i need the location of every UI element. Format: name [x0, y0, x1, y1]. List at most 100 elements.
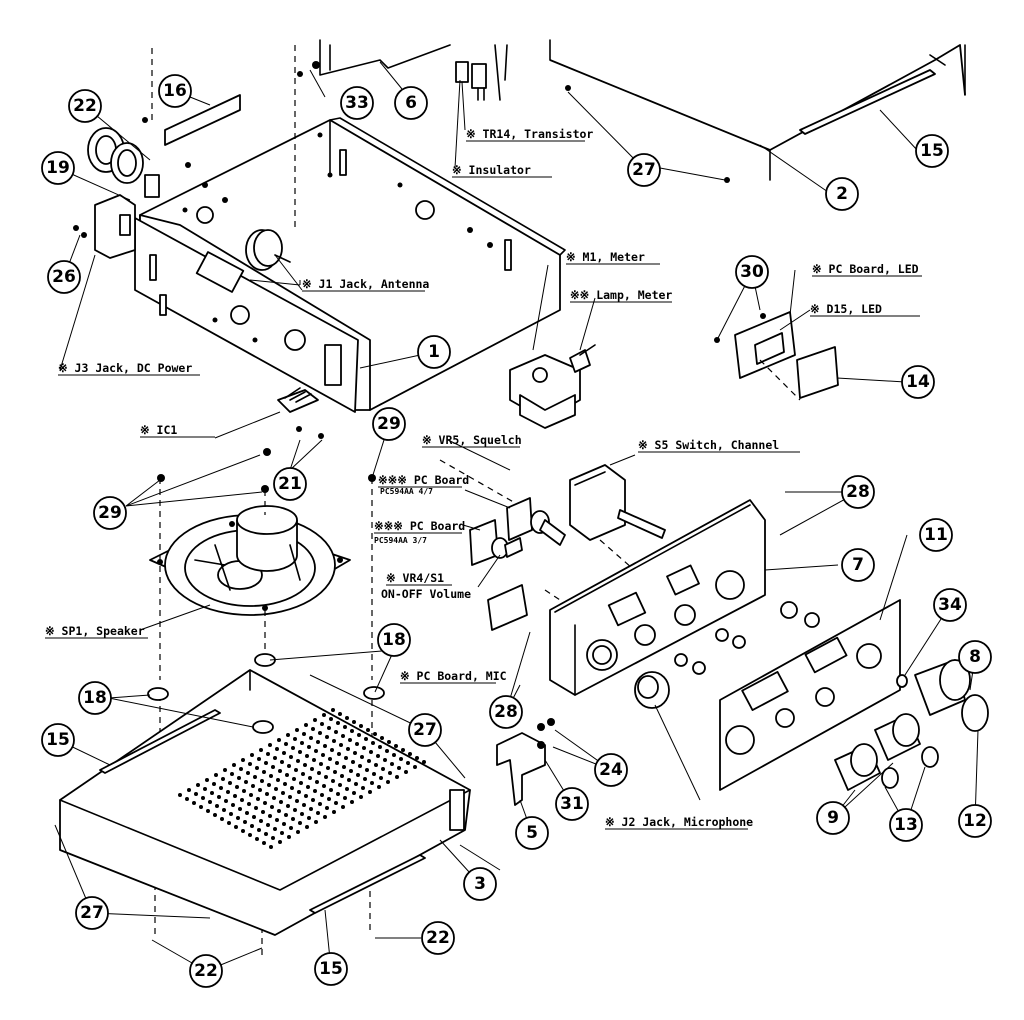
- svg-text:22: 22: [426, 928, 450, 948]
- svg-text:18: 18: [83, 688, 107, 708]
- callout-8: 8: [958, 640, 992, 674]
- callout-31: 31: [555, 787, 589, 821]
- callout-34: 34: [933, 588, 967, 622]
- chassis-part-1: [134, 117, 566, 413]
- label-pc-board-led: ※ PC Board, LED: [812, 262, 919, 276]
- callout-11: 11: [919, 518, 953, 552]
- callout-27-top: 27: [627, 153, 661, 187]
- svg-text:5: 5: [526, 823, 538, 843]
- svg-text:15: 15: [46, 730, 70, 750]
- svg-text:11: 11: [924, 525, 948, 545]
- callout-9: 9: [816, 801, 850, 835]
- label-sp1-speaker: ※ SP1, Speaker: [45, 624, 145, 638]
- label-insulator: ※ Insulator: [452, 163, 531, 177]
- svg-text:15: 15: [920, 141, 944, 161]
- callout-29-left: 29: [93, 496, 127, 530]
- svg-text:15: 15: [319, 959, 343, 979]
- escutcheon-11-part: [719, 599, 901, 791]
- svg-text:2: 2: [836, 184, 848, 204]
- callout-16-left: 15: [41, 723, 75, 757]
- callout-33: 33: [340, 86, 374, 120]
- callout-18-left: 18: [78, 681, 112, 715]
- callout-22-right: 22: [421, 921, 455, 955]
- svg-text:12: 12: [963, 811, 987, 831]
- svg-text:26: 26: [52, 267, 76, 287]
- label-ic1: ※ IC1: [140, 423, 177, 437]
- label-pc-board-2: ※※※ PC Board: [374, 519, 465, 533]
- svg-text:29: 29: [377, 414, 401, 434]
- svg-text:9: 9: [827, 808, 839, 828]
- svg-text:27: 27: [632, 160, 656, 180]
- svg-text:18: 18: [382, 630, 406, 650]
- label-vr5-squelch: ※ VR5, Squelch: [422, 433, 522, 447]
- speaker-grille-holes: [178, 708, 426, 849]
- front-panel-7-part: [549, 499, 820, 696]
- callout-30: 30: [735, 255, 769, 289]
- label-m1-meter: ※ M1, Meter: [566, 250, 645, 264]
- label-tr14: ※ TR14, Transistor: [466, 127, 593, 141]
- ic1-part: [277, 387, 319, 413]
- svg-text:3: 3: [474, 874, 486, 894]
- label-vr4-s1: ※ VR4/S1: [386, 571, 444, 585]
- label-lamp-meter: ※※ Lamp, Meter: [570, 288, 672, 302]
- svg-text:7: 7: [852, 555, 864, 575]
- svg-text:19: 19: [46, 158, 70, 178]
- callout-28-top: 28: [841, 475, 875, 509]
- svg-text:33: 33: [345, 93, 369, 113]
- svg-text:22: 22: [73, 96, 97, 116]
- label-pc-board-1-sub: PC594AA 4/7: [380, 487, 433, 496]
- label-pc-board-mic: ※ PC Board, MIC: [400, 669, 507, 683]
- label-pc-board-1: ※※※ PC Board: [378, 473, 469, 487]
- callout-3: 3: [463, 867, 497, 901]
- callout-21: 21: [273, 467, 307, 501]
- callout-18-right: 18: [377, 623, 411, 657]
- knobs-part: [834, 659, 989, 791]
- callout-16-bottom: 15: [314, 952, 348, 986]
- svg-text:28: 28: [846, 482, 870, 502]
- screws-top: [73, 61, 766, 493]
- svg-text:21: 21: [278, 474, 302, 494]
- label-d15-led: ※ D15, LED: [810, 302, 882, 316]
- svg-text:16: 16: [163, 81, 187, 101]
- callout-19: 19: [41, 151, 75, 185]
- callout-29-mid: 29: [372, 407, 406, 441]
- callout-5: 5: [515, 816, 549, 850]
- speaker-sp1-part: [149, 505, 351, 616]
- meter-m1-part: [509, 344, 596, 429]
- microphone-jack-part: [634, 671, 670, 709]
- svg-text:28: 28: [494, 702, 518, 722]
- callout-27-mid: 27: [408, 713, 442, 747]
- potentiometers-part: [469, 497, 566, 566]
- label-j3-dc-power: ※ J3 Jack, DC Power: [58, 361, 192, 375]
- callout-26: 26: [47, 260, 81, 294]
- callout-14: 16: [158, 74, 192, 108]
- svg-text:8: 8: [969, 647, 981, 667]
- bracket-14-part: [164, 94, 241, 146]
- svg-text:29: 29: [98, 503, 122, 523]
- svg-text:24: 24: [599, 760, 623, 780]
- svg-text:6: 6: [405, 93, 417, 113]
- transistor-tr14-part: [455, 44, 508, 101]
- svg-text:27: 27: [413, 720, 437, 740]
- callout-1: 1: [417, 335, 451, 369]
- dc-power-jack-part: [94, 194, 136, 259]
- bracket-5-part: [496, 718, 555, 806]
- svg-text:30: 30: [740, 262, 764, 282]
- part-labels: ※ TR14, Transistor ※ Insulator ※ M1, Met…: [45, 127, 922, 830]
- top-cover-6-part: [319, 39, 451, 76]
- label-s5-channel-switch: ※ S5 Switch, Channel: [638, 438, 779, 452]
- callout-24: 24: [594, 753, 628, 787]
- callout-12: 12: [958, 804, 992, 838]
- callout-27-bottom: 27: [75, 896, 109, 930]
- pc-board-led-part: [734, 311, 839, 399]
- callout-22-top: 22: [68, 89, 102, 123]
- callout-7: 7: [841, 548, 875, 582]
- svg-text:13: 13: [894, 815, 918, 835]
- callout-16-top: 15: [915, 134, 949, 168]
- callout-6: 6: [394, 86, 428, 120]
- svg-text:14: 14: [906, 372, 930, 392]
- svg-text:34: 34: [938, 595, 962, 615]
- channel-switch-s5-part: [569, 464, 666, 541]
